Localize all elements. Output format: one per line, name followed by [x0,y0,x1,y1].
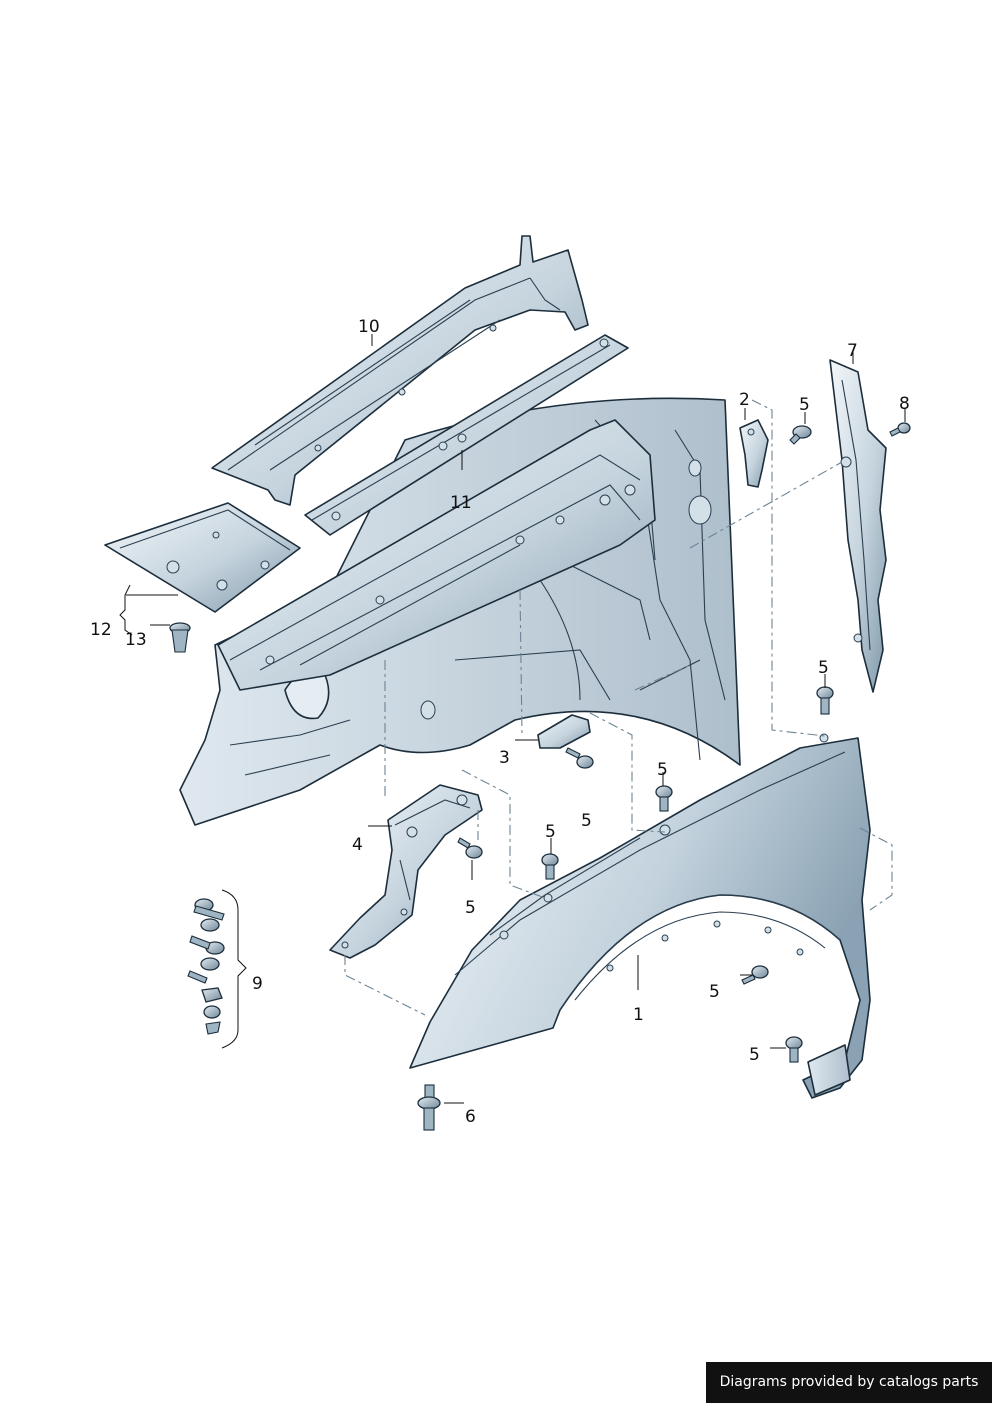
screw-5-c [565,747,594,769]
callout-10: 10 [358,317,380,337]
bolt-6 [417,1084,441,1131]
callout-3: 3 [499,748,510,768]
part-4-support-bracket [329,784,483,959]
callout-5-b: 5 [818,658,829,678]
assembly-lines [344,399,893,1016]
callout-13: 13 [125,630,147,650]
screw-5-e [541,853,559,880]
credit-banner: Diagrams provided by catalogs parts [706,1362,992,1403]
callout-5-d: 5 [657,760,668,780]
part-9-fastener-set [187,898,225,1035]
screw-5-f [457,837,483,859]
part-12-cover-plate [104,502,301,613]
callout-5-h: 5 [749,1045,760,1065]
callout-5-f: 5 [465,898,476,918]
part-1-fender [409,733,871,1099]
side-member-rail [217,419,656,691]
callout-4: 4 [352,835,363,855]
callout-5-a: 5 [799,395,810,415]
callout-5-e: 5 [545,822,556,842]
callout-9: 9 [252,974,263,994]
screw-5-d [655,785,673,812]
leader-lines [119,334,906,1104]
callout-5-c: 5 [581,811,592,831]
part-11-sealing-strip [304,334,629,536]
part-10-upper-trim [211,235,589,506]
callout-8: 8 [899,394,910,414]
callout-labels: 10 11 7 8 2 5 5 3 5 5 5 5 4 9 1 5 5 6 12… [90,317,910,1127]
screw-5-b [816,686,834,715]
callout-2: 2 [739,390,750,410]
callout-5-g: 5 [709,982,720,1002]
callout-1: 1 [633,1005,644,1025]
part-13-clip [169,622,191,653]
part-7-side-seal [829,359,887,693]
callout-7: 7 [847,341,858,361]
part-3-bracket [537,714,591,749]
screw-5-g [741,965,769,985]
clip-8 [889,422,911,437]
part-2-bracket [739,419,769,488]
callout-6: 6 [465,1107,476,1127]
screw-5-h [785,1036,803,1063]
callout-11: 11 [450,493,472,513]
callout-12: 12 [90,620,112,640]
screw-5-a [789,425,812,445]
